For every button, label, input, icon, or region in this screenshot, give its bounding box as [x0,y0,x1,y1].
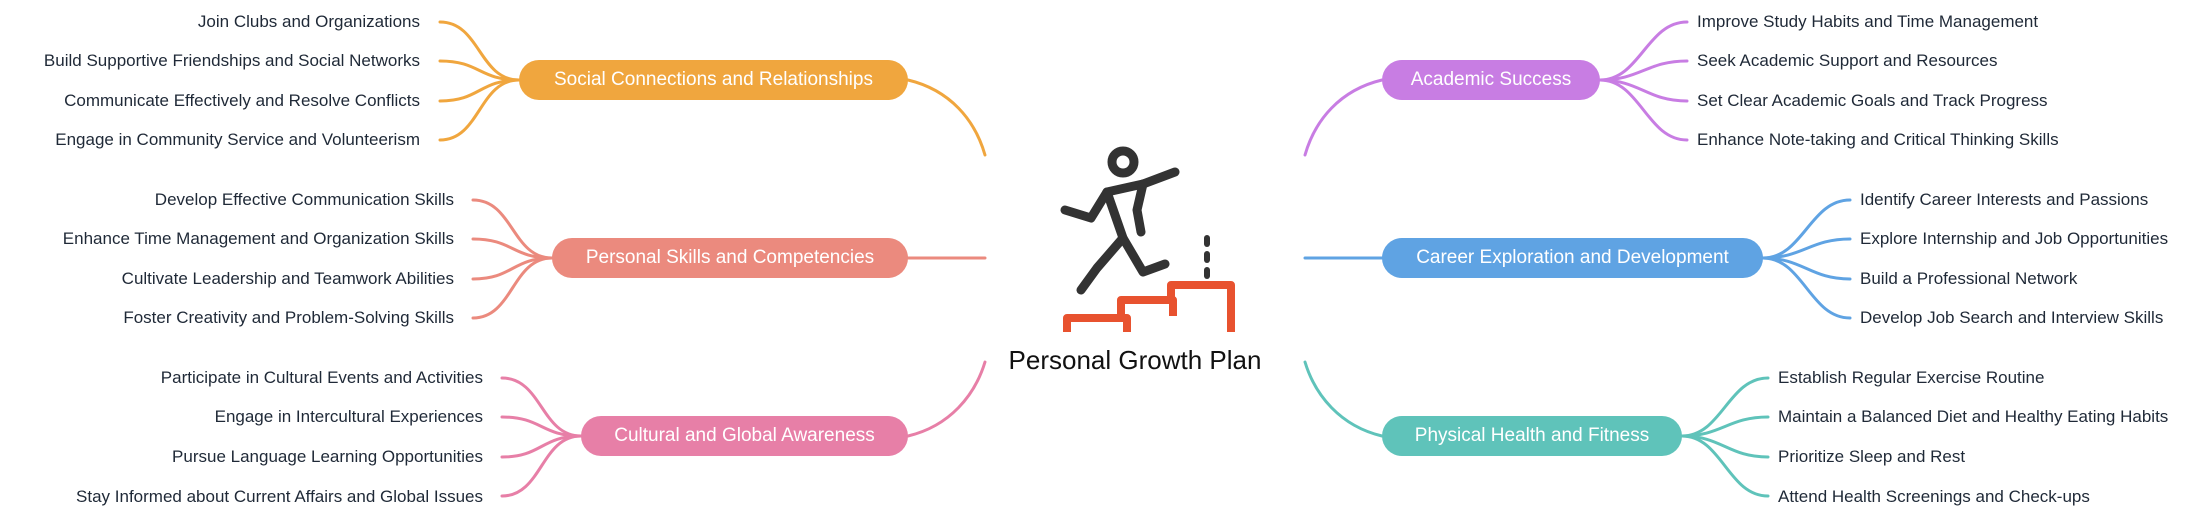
connector-leaf-career-4 [1761,256,1852,320]
leaf-cultural-1[interactable]: Participate in Cultural Events and Activ… [160,368,483,387]
leaf-cultural-3[interactable]: Pursue Language Learning Opportunities [172,447,483,466]
stair-climbing-person-icon [1045,140,1245,340]
branch-physical-health[interactable]: Physical Health and Fitness [1382,416,1682,456]
connector-center-academic [1303,78,1384,157]
leaf-social-1[interactable]: Join Clubs and Organizations [197,12,420,31]
connector-leaf-social-4 [438,78,521,142]
leaf-social-4[interactable]: Engage in Community Service and Voluntee… [55,130,420,149]
branch-social-connections[interactable]: Social Connections and Relationships [519,60,908,100]
connector-leaf-health-1 [1680,376,1770,438]
central-topic[interactable]: Personal Growth Plan [1008,345,1262,375]
connector-leaf-personal-1 [471,198,554,260]
leaf-career-1[interactable]: Identify Career Interests and Passions [1860,190,2149,209]
leaf-academic-1[interactable]: Improve Study Habits and Time Management [1697,12,2039,31]
leaf-health-2[interactable]: Maintain a Balanced Diet and Healthy Eat… [1778,407,2169,426]
branch-cultural-awareness[interactable]: Cultural and Global Awareness [581,416,908,456]
connector-leaf-social-1 [438,20,521,82]
leaf-career-4[interactable]: Develop Job Search and Interview Skills [1860,308,2164,327]
leaf-personal-3[interactable]: Cultivate Leadership and Teamwork Abilit… [121,269,454,288]
leaf-academic-4[interactable]: Enhance Note-taking and Critical Thinkin… [1697,130,2059,149]
connector-center-health [1303,360,1384,438]
connector-leaf-cultural-1 [500,376,583,438]
branch-personal-skills[interactable]: Personal Skills and Competencies [552,238,908,278]
branch-academic-success[interactable]: Academic Success [1382,60,1600,100]
leaf-personal-1[interactable]: Develop Effective Communication Skills [154,190,454,209]
leaf-health-4[interactable]: Attend Health Screenings and Check-ups [1778,487,2090,506]
leaf-health-3[interactable]: Prioritize Sleep and Rest [1778,447,1966,466]
leaf-career-3[interactable]: Build a Professional Network [1860,269,2078,288]
leaf-academic-2[interactable]: Seek Academic Support and Resources [1697,51,1998,70]
connector-center-social [906,78,987,157]
leaf-health-1[interactable]: Establish Regular Exercise Routine [1778,368,2045,387]
connector-leaf-health-4 [1680,434,1770,498]
connector-leaf-academic-1 [1598,20,1689,82]
branch-career-exploration[interactable]: Career Exploration and Development [1382,238,1763,278]
leaf-personal-2[interactable]: Enhance Time Management and Organization… [62,229,454,248]
leaf-career-2[interactable]: Explore Internship and Job Opportunities [1860,229,2169,248]
connector-leaf-academic-4 [1598,78,1689,142]
connector-leaf-cultural-4 [500,434,583,498]
leaf-social-3[interactable]: Communicate Effectively and Resolve Conf… [64,91,420,110]
leaf-academic-3[interactable]: Set Clear Academic Goals and Track Progr… [1697,91,2048,110]
leaf-cultural-2[interactable]: Engage in Intercultural Experiences [214,407,483,426]
connector-leaf-personal-4 [471,256,554,320]
leaf-personal-4[interactable]: Foster Creativity and Problem-Solving Sk… [123,308,454,327]
leaf-social-2[interactable]: Build Supportive Friendships and Social … [43,51,420,70]
connector-leaf-career-1 [1761,198,1852,260]
connector-center-cultural [906,360,987,438]
leaf-cultural-4[interactable]: Stay Informed about Current Affairs and … [76,487,483,506]
